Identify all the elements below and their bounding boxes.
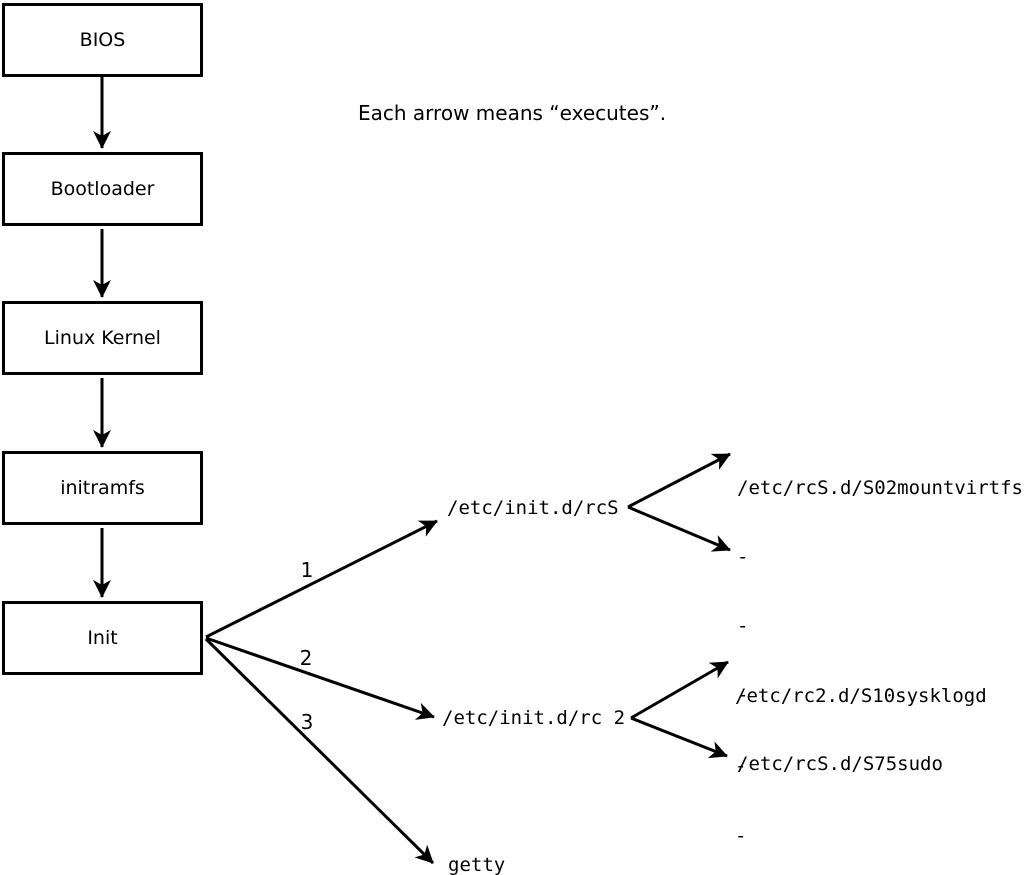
edge-label-3: 3 bbox=[300, 710, 314, 734]
box-bios-label: BIOS bbox=[79, 29, 126, 51]
rcS-entry-list: /etc/rcS.d/S02mountvirtfs - - - /etc/rcS… bbox=[737, 432, 1023, 821]
arrow-rcS-to-S02mountvirtfs bbox=[627, 452, 731, 509]
arrow-init-to-rcS bbox=[205, 519, 438, 639]
script-rcS: /etc/init.d/rcS bbox=[447, 497, 619, 519]
rc2-entry-list: /etc/rc2.d/S10sysklogd - - - /etc/rc2.d/… bbox=[735, 639, 987, 875]
box-linux-kernel-label: Linux Kernel bbox=[44, 327, 161, 349]
rc2-entry: - bbox=[735, 825, 747, 847]
box-init: Init bbox=[2, 601, 203, 675]
rc2-entry: - bbox=[735, 755, 747, 777]
edge-label-1: 1 bbox=[300, 558, 314, 582]
script-rc2: /etc/init.d/rc 2 bbox=[442, 707, 626, 729]
script-getty: getty bbox=[448, 854, 506, 875]
legend-note: Each arrow means “executes”. bbox=[358, 101, 667, 125]
arrow-init-to-rc2 bbox=[205, 636, 435, 720]
box-init-label: Init bbox=[87, 627, 118, 649]
rcS-entry: /etc/rcS.d/S02mountvirtfs bbox=[737, 477, 1023, 499]
box-bios: BIOS bbox=[2, 3, 203, 77]
rc2-entry: /etc/rc2.d/S10sysklogd bbox=[735, 685, 987, 707]
box-initramfs: initramfs bbox=[2, 451, 203, 525]
box-initramfs-label: initramfs bbox=[60, 477, 145, 499]
rcS-entry: - bbox=[737, 546, 749, 568]
arrow-rc2-to-S10sysklogd bbox=[630, 660, 729, 720]
edge-label-2: 2 bbox=[299, 646, 313, 670]
arrow-init-to-getty bbox=[204, 637, 435, 865]
arrow-rcS-to-S75sudo bbox=[627, 505, 731, 552]
rcS-entry: - bbox=[737, 684, 749, 706]
box-bootloader: Bootloader bbox=[2, 152, 203, 226]
rcS-entry: /etc/rcS.d/S75sudo bbox=[737, 753, 943, 775]
box-bootloader-label: Bootloader bbox=[50, 178, 155, 200]
arrow-rc2-to-S99gdm bbox=[630, 716, 728, 759]
rcS-entry: - bbox=[737, 615, 749, 637]
box-linux-kernel: Linux Kernel bbox=[2, 301, 203, 375]
